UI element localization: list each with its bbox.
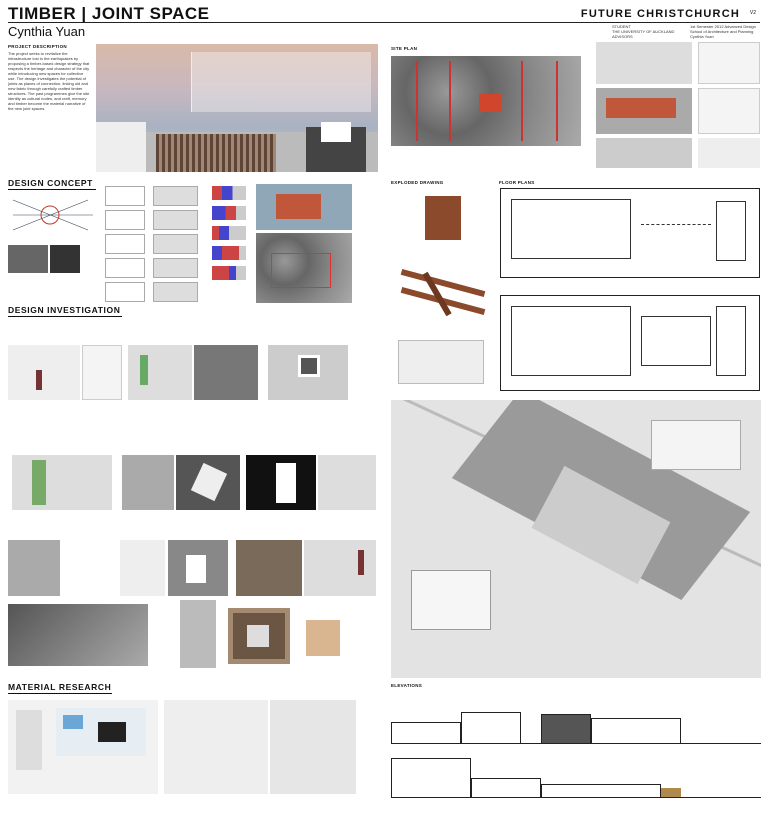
concept-photo-2 bbox=[50, 245, 80, 273]
hero-render bbox=[96, 44, 378, 172]
project-description-heading: PROJECT DESCRIPTION bbox=[8, 44, 67, 49]
exploded-timber-frame bbox=[400, 268, 486, 318]
info-right-0: 1st Semester 2012 Advanced Design bbox=[690, 24, 756, 29]
design-concept-heading: DESIGN CONCEPT bbox=[8, 178, 96, 190]
poster-title: TIMBER | JOINT SPACE bbox=[8, 4, 210, 23]
exploded-buildings bbox=[398, 340, 484, 384]
info-left: STUDENT THE UNIVERSITY OF AUCKLAND ADVIS… bbox=[612, 24, 682, 39]
wood-texture-1 bbox=[180, 600, 216, 668]
investigation-render-15 bbox=[304, 540, 376, 596]
info-left-0: STUDENT bbox=[612, 24, 631, 29]
investigation-render-12 bbox=[120, 540, 165, 596]
site-thumb-6 bbox=[698, 138, 760, 168]
investigation-render-13 bbox=[168, 540, 228, 596]
site-thumb-2 bbox=[698, 42, 760, 84]
wood-texture-2 bbox=[306, 620, 340, 656]
elevation-lower bbox=[391, 758, 761, 800]
site-plan-map bbox=[391, 56, 581, 146]
investigation-render-1 bbox=[8, 345, 80, 400]
info-right-2: Cynthia Yuan bbox=[690, 34, 714, 39]
design-investigation-heading: DESIGN INVESTIGATION bbox=[8, 305, 122, 317]
concept-aerial-2 bbox=[256, 233, 352, 303]
investigation-render-3 bbox=[128, 345, 192, 400]
investigation-render-5 bbox=[268, 345, 348, 400]
project-description-body: The project seeks to revitalize the infr… bbox=[8, 51, 90, 111]
page-number: V2 bbox=[749, 10, 756, 16]
concept-aerial-1 bbox=[256, 184, 352, 230]
investigation-render-7 bbox=[122, 455, 174, 510]
floor-plan-lower bbox=[500, 295, 760, 391]
elevation-upper bbox=[391, 708, 761, 744]
investigation-render-9 bbox=[246, 455, 316, 510]
investigation-render-4 bbox=[194, 345, 258, 400]
concept-diagram bbox=[12, 199, 93, 231]
site-thumb-5 bbox=[596, 138, 692, 168]
floor-plan-upper bbox=[500, 188, 760, 278]
investigation-model-grid bbox=[8, 604, 148, 666]
material-research-section bbox=[270, 700, 356, 794]
material-research-heading: MATERIAL RESEARCH bbox=[8, 682, 112, 694]
material-research-maps bbox=[8, 700, 158, 794]
floor-plans-heading: FLOOR PLANS bbox=[499, 180, 535, 185]
site-thumb-4 bbox=[698, 88, 760, 134]
investigation-render-2 bbox=[82, 345, 122, 400]
material-research-sketches bbox=[164, 700, 268, 794]
site-thumb-3 bbox=[596, 88, 692, 134]
timber-block-model bbox=[228, 608, 290, 664]
info-left-1: THE UNIVERSITY OF AUCKLAND bbox=[612, 29, 675, 34]
info-right: 1st Semester 2012 Advanced Design School… bbox=[690, 24, 764, 39]
site-plan-heading: SITE PLAN bbox=[391, 46, 418, 51]
massing-model-render bbox=[391, 400, 761, 678]
concept-sequence bbox=[105, 186, 203, 304]
concept-bar-chart bbox=[212, 186, 250, 298]
elevations-heading: ELEVATIONS bbox=[391, 683, 423, 688]
exploded-timber-block bbox=[425, 196, 461, 240]
info-left-2: ADVISORS bbox=[612, 34, 633, 39]
investigation-render-14 bbox=[236, 540, 302, 596]
investigation-render-10 bbox=[318, 455, 376, 510]
info-right-1: School of Architecture and Planning bbox=[690, 29, 754, 34]
investigation-render-6 bbox=[12, 455, 112, 510]
author-name: Cynthia Yuan bbox=[8, 24, 86, 39]
investigation-render-8 bbox=[176, 455, 240, 510]
concept-photo-1 bbox=[8, 245, 48, 273]
exploded-drawing-heading: EXPLODED DRAWING bbox=[391, 180, 444, 185]
site-thumb-1 bbox=[596, 42, 692, 84]
investigation-render-11 bbox=[8, 540, 60, 596]
header-rule bbox=[8, 22, 760, 23]
poster-right-title: FUTURE CHRISTCHURCH bbox=[580, 8, 740, 20]
